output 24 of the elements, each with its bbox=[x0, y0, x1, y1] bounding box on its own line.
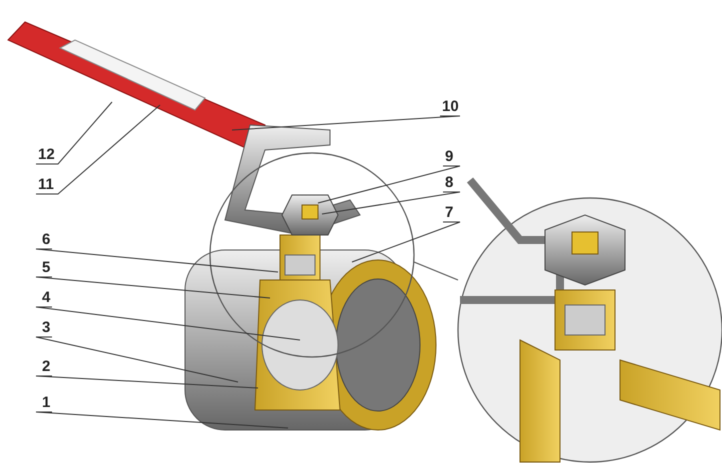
callout-number: 10 bbox=[440, 99, 461, 115]
leader-line bbox=[352, 222, 460, 262]
callout-number: 1 bbox=[40, 395, 52, 411]
leader-line bbox=[36, 276, 270, 298]
callout-number: 2 bbox=[40, 359, 52, 375]
leader-line bbox=[232, 116, 460, 130]
leader-line bbox=[36, 376, 258, 388]
callout-number: 4 bbox=[40, 290, 52, 306]
leader-line bbox=[36, 306, 300, 340]
callout-number: 3 bbox=[40, 320, 52, 336]
callout-number: 5 bbox=[40, 260, 52, 276]
leader-line bbox=[322, 192, 460, 214]
leader-line bbox=[318, 166, 460, 204]
callout-number: 12 bbox=[36, 147, 57, 163]
leader-line bbox=[36, 412, 288, 428]
leader-line bbox=[36, 102, 112, 164]
callout-number: 8 bbox=[443, 175, 456, 191]
callout-number: 6 bbox=[40, 232, 52, 248]
callout-number: 11 bbox=[36, 177, 56, 193]
leader-line bbox=[36, 248, 278, 272]
callout-number: 9 bbox=[443, 149, 456, 165]
leader-line bbox=[36, 104, 160, 194]
callout-number: 7 bbox=[443, 205, 456, 221]
leader-line bbox=[36, 336, 238, 382]
